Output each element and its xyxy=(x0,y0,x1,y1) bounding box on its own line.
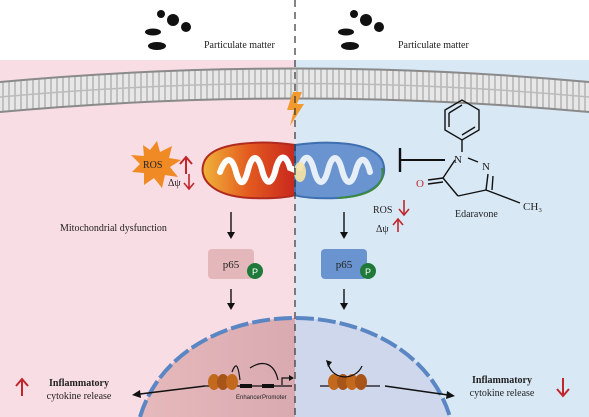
mitochondrial-dysfunction-label: Mitochondrial dysfunction xyxy=(60,223,167,234)
promoter-label: Promoter xyxy=(262,395,287,401)
inflammatory-label-right: Inflammatory xyxy=(472,375,532,386)
mitochondrion-damaged xyxy=(201,141,298,200)
cytokine-down-arrow-icon xyxy=(556,378,570,398)
edaravone-atom-ch3: CH₃ xyxy=(523,201,542,213)
delta-psi-label-left: Δψ xyxy=(168,178,181,189)
inflammatory-label-left: Inflammatory xyxy=(49,378,109,389)
arrow-mito-to-p65-left xyxy=(227,212,235,239)
phospho-label-right: P xyxy=(365,267,371,277)
edaravone-atom-n2: N xyxy=(482,161,490,173)
arrow-p65-to-nucleus-right xyxy=(340,289,348,310)
delta-psi-up-arrow-icon xyxy=(392,217,404,232)
arrow-mito-to-p65-right xyxy=(340,212,348,239)
edaravone-atom-n1: N xyxy=(454,154,462,166)
enhancer-label: Enhancer xyxy=(236,395,262,401)
arrow-p65-to-nucleus-left xyxy=(227,289,235,310)
dna-nucleosomes-left xyxy=(205,362,294,390)
cytokine-release-arrow-right xyxy=(384,385,455,399)
edaravone-atom-o: O xyxy=(416,178,424,190)
inhibition-bar xyxy=(398,148,445,172)
ros-down-arrow-icon xyxy=(398,200,410,217)
phospho-badge-left xyxy=(247,263,263,279)
p65-box-left xyxy=(208,249,254,279)
particulate-matter-icon-right xyxy=(338,10,384,50)
ros-burst-icon xyxy=(131,141,181,188)
ros-up-arrow-icon xyxy=(179,155,193,174)
dna-nucleosomes-right xyxy=(320,360,380,390)
edaravone-label: Edaravone xyxy=(455,209,498,220)
phospho-badge-right xyxy=(360,263,376,279)
delta-psi-down-arrow-icon xyxy=(183,174,195,191)
p65-label-left: p65 xyxy=(223,259,240,271)
cytokine-release-label-right: cytokine release xyxy=(470,388,535,399)
cytokine-up-arrow-icon xyxy=(15,377,29,396)
edaravone-structure xyxy=(427,99,521,204)
particulate-matter-label-left: Particulate matter xyxy=(204,40,275,51)
delta-psi-label-right: Δψ xyxy=(376,224,389,235)
p65-label-right: p65 xyxy=(336,259,353,271)
mitochondrion-protected xyxy=(294,141,386,200)
cytokine-release-label-left: cytokine release xyxy=(47,391,112,402)
ros-label-right: ROS xyxy=(373,205,392,216)
particulate-matter-label-right: Particulate matter xyxy=(398,40,469,51)
phospho-label-left: P xyxy=(252,267,258,277)
particulate-matter-icon-left xyxy=(145,10,191,50)
cytokine-release-arrow-left xyxy=(132,385,206,398)
ros-label-left: ROS xyxy=(143,160,162,171)
nucleus xyxy=(138,315,452,417)
p65-box-right xyxy=(321,249,367,279)
